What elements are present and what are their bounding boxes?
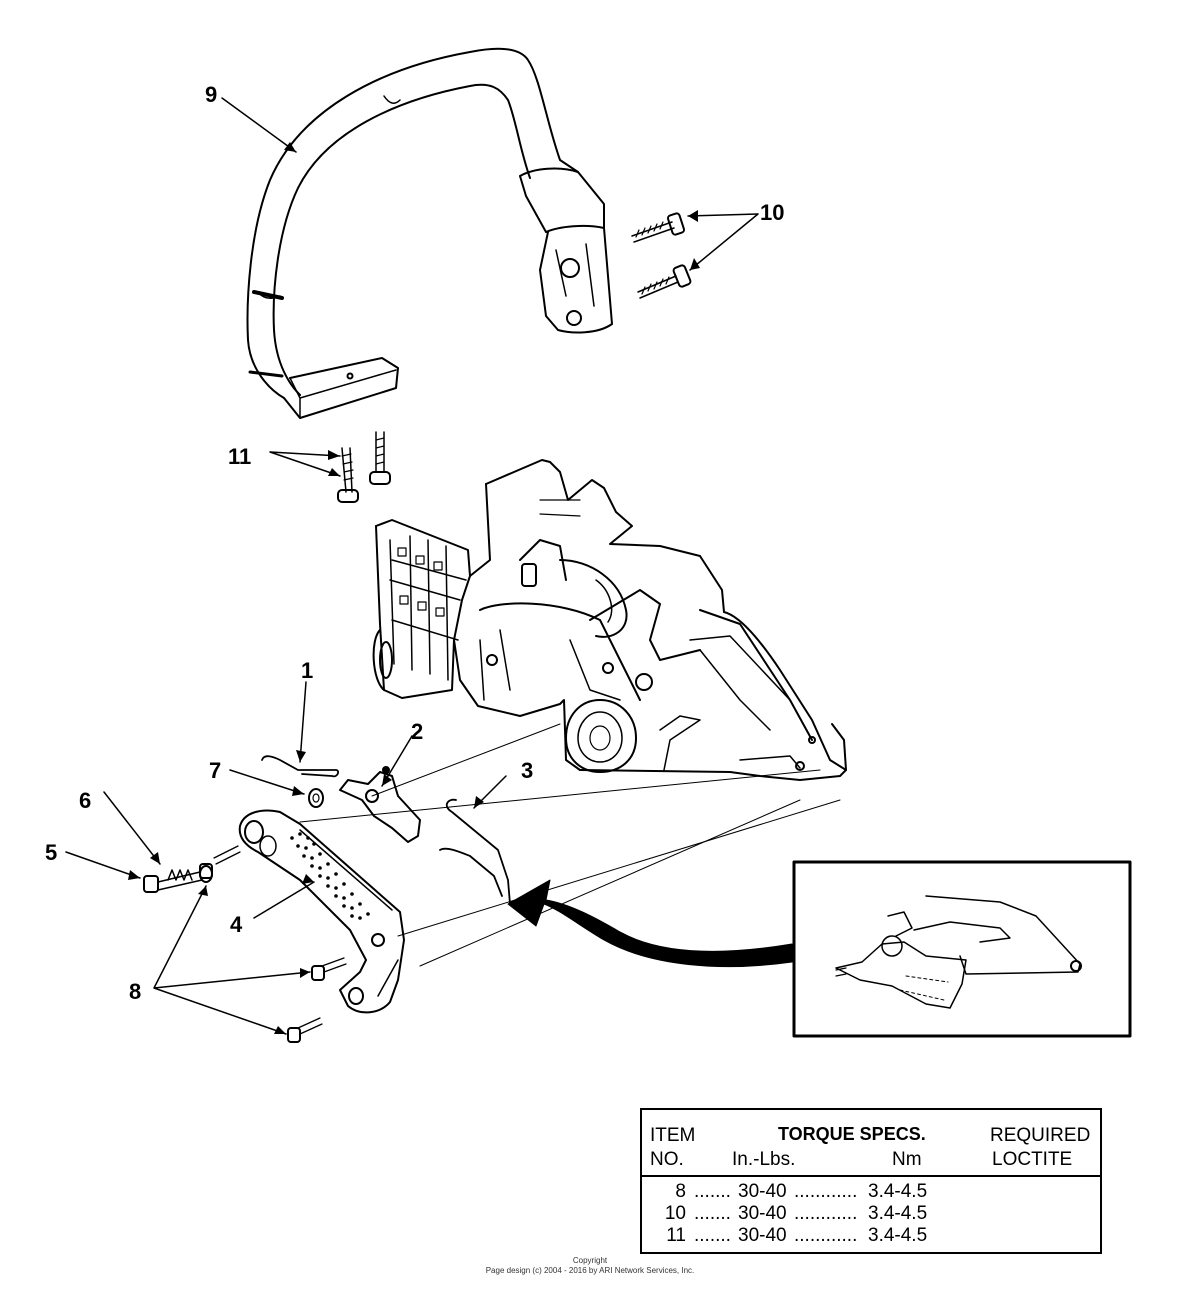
col-loctite-label-1: REQUIRED <box>990 1125 1091 1146</box>
callout-1: 1 <box>301 658 314 683</box>
crankcase-housing <box>372 459 847 781</box>
callout-9: 9 <box>205 82 218 107</box>
guard-perforations <box>290 832 370 920</box>
callout-2: 2 <box>411 719 424 744</box>
guard-item-4 <box>238 809 405 1014</box>
col-item-label-1: ITEM <box>650 1125 696 1146</box>
callout-6: 6 <box>79 788 92 813</box>
row-dots: ............ <box>794 1203 858 1224</box>
row-dots: ....... <box>694 1181 731 1202</box>
row-inlbs: 30-40 <box>738 1203 787 1224</box>
row-item: 10 <box>664 1203 686 1224</box>
detail-inset <box>792 860 1132 1038</box>
row-item: 11 <box>666 1225 686 1246</box>
row-nm: 3.4-4.5 <box>868 1181 928 1202</box>
col-nm-label: Nm <box>892 1149 922 1170</box>
row-dots: ............ <box>794 1225 858 1246</box>
assembly-lines <box>299 723 841 967</box>
torque-specs-table: ITEM NO. TORQUE SPECS. In.-Lbs. Nm REQUI… <box>640 1108 1102 1254</box>
spring-item-6 <box>167 869 193 881</box>
col-inlbs-label: In.-Lbs. <box>732 1149 796 1170</box>
screws-item-10 <box>631 212 692 299</box>
row-dots: ....... <box>694 1225 731 1246</box>
row-nm: 3.4-4.5 <box>868 1203 928 1224</box>
row-item: 8 <box>675 1181 686 1202</box>
col-item-label-2: NO. <box>650 1149 684 1170</box>
footer-copyright: Copyright <box>572 1256 608 1265</box>
callout-7: 7 <box>209 758 222 783</box>
leader-arrowheads <box>128 142 700 1034</box>
lever-item-2 <box>339 766 421 843</box>
row-dots: ............ <box>794 1181 858 1202</box>
row-nm: 3.4-4.5 <box>868 1225 928 1246</box>
table-header-rule <box>642 1175 1100 1177</box>
callout-5: 5 <box>45 840 58 865</box>
torque-specs-title: TORQUE SPECS. <box>778 1124 926 1144</box>
pin-item-5 <box>143 865 213 893</box>
front-handle-bar <box>246 47 613 419</box>
col-loctite-label-2: LOCTITE <box>992 1149 1073 1170</box>
callout-4: 4 <box>230 912 243 937</box>
spring-wire-item-1 <box>261 755 339 778</box>
callout-8: 8 <box>129 979 142 1004</box>
row-inlbs: 30-40 <box>738 1225 787 1246</box>
callout-11: 11 <box>228 444 252 469</box>
row-inlbs: 30-40 <box>738 1181 787 1202</box>
callout-10: 10 <box>760 200 785 225</box>
row-dots: ....... <box>694 1203 731 1224</box>
callout-3: 3 <box>521 758 534 783</box>
spring-item-3 <box>439 798 511 905</box>
washer-item-7 <box>308 788 324 808</box>
footer-page-design: Page design (c) 2004 - 2016 by ARI Netwo… <box>485 1266 695 1275</box>
screws-item-11 <box>337 431 391 503</box>
screws-item-8 <box>199 845 347 1043</box>
detail-pointer-arrow <box>507 879 793 968</box>
